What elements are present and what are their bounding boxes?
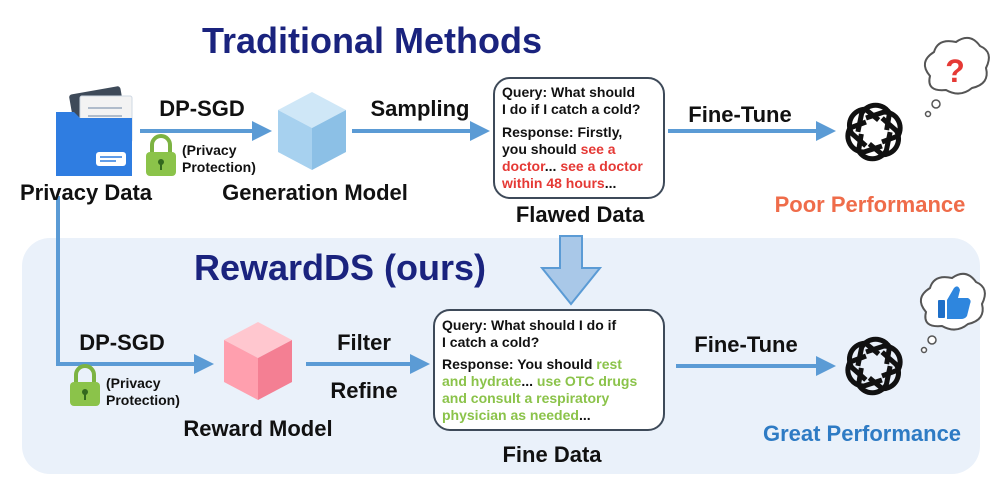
fine-tune-label-bottom: Fine-Tune bbox=[694, 332, 797, 357]
flawed-response-line2: you should see a bbox=[502, 141, 616, 157]
fine-highlight-and-hydrate: and hydrate bbox=[442, 373, 522, 389]
traditional-methods-title: Traditional Methods bbox=[202, 20, 542, 61]
fine-response-line1-text: Response: You should bbox=[442, 356, 596, 372]
fine-data-card: Query: What should I do if I catch a col… bbox=[433, 309, 665, 431]
fine-response-line2: and hydrate... use OTC drugs bbox=[442, 373, 637, 389]
fine-ellipsis-1: ... bbox=[521, 373, 537, 389]
flawed-ellipsis-1: ... bbox=[545, 158, 561, 174]
folder-icon bbox=[56, 86, 133, 176]
fine-data-label: Fine Data bbox=[502, 442, 602, 467]
privacy-protection-line1-bottom: (Privacy bbox=[106, 375, 161, 391]
generation-cube-icon bbox=[278, 92, 346, 170]
flawed-highlight-doctor: doctor bbox=[502, 158, 546, 174]
thumbs-up-icon bbox=[938, 286, 971, 319]
fine-ellipsis-2: ... bbox=[579, 407, 591, 423]
flawed-response-line1: Response: Firstly, bbox=[502, 124, 622, 140]
sampling-label: Sampling bbox=[370, 96, 469, 121]
lock-icon bbox=[146, 134, 176, 176]
privacy-protection-line2-top: Protection) bbox=[182, 159, 256, 175]
privacy-protection-line1-top: (Privacy bbox=[182, 142, 237, 158]
fine-query-line2: I catch a cold? bbox=[442, 334, 539, 350]
poor-performance-label: Poor Performance bbox=[775, 192, 966, 217]
great-performance-label: Great Performance bbox=[763, 421, 961, 446]
reward-model-label: Reward Model bbox=[183, 416, 332, 441]
question-mark: ? bbox=[945, 53, 965, 89]
fine-highlight-use-otc-drugs: use OTC drugs bbox=[537, 373, 638, 389]
generation-model-label: Generation Model bbox=[222, 180, 408, 205]
flawed-highlight-see-a: see a bbox=[581, 141, 616, 157]
fine-highlight-consult: and consult a respiratory bbox=[442, 390, 609, 406]
flawed-ellipsis-2: ... bbox=[605, 175, 617, 191]
flawed-data-card: Query: What should I do if I catch a col… bbox=[493, 77, 665, 199]
flawed-query-line1: Query: What should bbox=[502, 84, 635, 100]
fine-query-line1: Query: What should I do if bbox=[442, 317, 617, 333]
flawed-highlight-within-48-hours: within 48 hours bbox=[501, 175, 605, 191]
fine-highlight-physician: physician as needed bbox=[442, 407, 579, 423]
fine-tune-label-top: Fine-Tune bbox=[688, 102, 791, 127]
fine-response-line4: physician as needed... bbox=[442, 407, 591, 423]
lock-icon-bottom bbox=[70, 364, 100, 406]
openai-logo-icon-top bbox=[844, 99, 905, 164]
rewardds-title: RewardDS (ours) bbox=[194, 247, 486, 288]
question-thought-bubble-icon: ? bbox=[923, 36, 990, 118]
flawed-query-line2: I do if I catch a cold? bbox=[502, 101, 640, 117]
arrow-privacy-to-reward bbox=[56, 196, 214, 374]
fine-response-line1: Response: You should rest bbox=[442, 356, 622, 372]
arrows bbox=[56, 121, 836, 376]
flawed-response-line2-text: you should bbox=[502, 141, 581, 157]
flawed-data-label: Flawed Data bbox=[516, 202, 645, 227]
filter-label: Filter bbox=[337, 330, 391, 355]
flawed-highlight-see-a-doctor: see a doctor bbox=[560, 158, 643, 174]
dp-sgd-label-bottom: DP-SGD bbox=[79, 330, 165, 355]
reward-cube-icon bbox=[224, 322, 292, 400]
fine-highlight-rest: rest bbox=[596, 356, 622, 372]
thumbs-up-thought-bubble-icon bbox=[919, 272, 986, 354]
privacy-data-label: Privacy Data bbox=[20, 180, 153, 205]
arrow-flawed-to-fine bbox=[539, 235, 603, 306]
privacy-protection-line2-bottom: Protection) bbox=[106, 392, 180, 408]
flawed-response-line4: within 48 hours... bbox=[501, 175, 616, 191]
flawed-response-line3: doctor... see a doctor bbox=[502, 158, 643, 174]
dp-sgd-label-top: DP-SGD bbox=[159, 96, 245, 121]
refine-label: Refine bbox=[330, 378, 397, 403]
